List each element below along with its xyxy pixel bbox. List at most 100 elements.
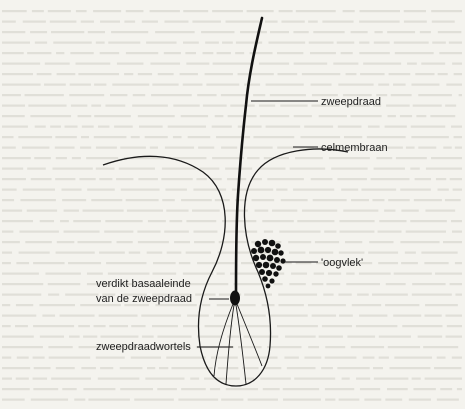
bleed-stroke xyxy=(447,325,462,327)
bleed-stroke xyxy=(124,21,135,23)
bleed-stroke xyxy=(204,378,240,380)
bleed-stroke xyxy=(406,147,415,149)
bleed-stroke xyxy=(2,189,17,191)
bleed-stroke xyxy=(283,388,319,390)
bleed-stroke xyxy=(457,388,462,390)
bleed-stroke xyxy=(258,168,285,170)
bleed-stroke xyxy=(129,252,140,254)
bleed-stroke xyxy=(17,357,29,359)
bleed-stroke xyxy=(338,294,351,296)
bleed-stroke xyxy=(217,273,225,275)
bleed-stroke xyxy=(452,357,462,359)
bleed-stroke xyxy=(188,136,211,138)
bleed-stroke xyxy=(153,262,176,264)
bleed-stroke xyxy=(28,105,66,107)
bleed-stroke xyxy=(39,304,75,306)
bleed-stroke xyxy=(328,273,341,275)
bleed-stroke xyxy=(385,304,419,306)
bleed-stroke xyxy=(2,136,14,138)
bleed-stroke xyxy=(289,283,305,285)
bleed-stroke xyxy=(94,84,106,86)
bleed-stroke xyxy=(56,367,75,369)
bleed-stroke xyxy=(222,220,256,222)
bleed-stroke xyxy=(167,252,182,254)
bleed-stroke xyxy=(341,189,358,191)
bleed-stroke xyxy=(165,147,194,149)
bleed-stroke xyxy=(325,388,354,390)
bleed-stroke xyxy=(100,21,120,23)
bleed-stroke xyxy=(2,126,28,128)
bleed-stroke xyxy=(74,399,85,401)
bleed-stroke xyxy=(368,126,380,128)
bleed-stroke xyxy=(205,73,233,75)
bleed-stroke xyxy=(388,115,396,117)
bleed-stroke xyxy=(253,94,265,96)
bleed-stroke xyxy=(404,10,426,12)
bleed-stroke xyxy=(416,115,426,117)
bleed-stroke xyxy=(379,336,411,338)
bleed-stroke xyxy=(234,283,271,285)
bleed-stroke xyxy=(91,199,122,201)
bleed-stroke xyxy=(64,231,100,233)
bleed-stroke xyxy=(325,399,335,401)
bleed-stroke xyxy=(25,94,64,96)
bleed-stroke xyxy=(57,73,76,75)
bleed-stroke xyxy=(222,42,233,44)
bleed-stroke xyxy=(131,357,161,359)
bleed-stroke xyxy=(69,336,80,338)
bleed-stroke xyxy=(374,42,390,44)
bleed-stroke xyxy=(151,94,192,96)
bleed-stroke xyxy=(27,210,57,212)
bleed-stroke xyxy=(138,73,152,75)
bleed-stroke xyxy=(33,378,47,380)
bleed-stroke xyxy=(238,73,274,75)
bleed-stroke xyxy=(424,315,441,317)
bleed-stroke xyxy=(2,168,23,170)
bleed-stroke xyxy=(262,220,294,222)
bleed-stroke xyxy=(319,336,343,338)
bleed-stroke xyxy=(215,115,224,117)
bleed-stroke xyxy=(308,304,346,306)
bleed-stroke xyxy=(188,283,228,285)
bleed-stroke xyxy=(94,115,131,117)
bleed-stroke xyxy=(153,273,177,275)
bleed-stroke xyxy=(155,31,195,33)
bleed-stroke xyxy=(112,84,149,86)
bleed-stroke xyxy=(77,241,111,243)
bleed-stroke xyxy=(183,42,199,44)
bleed-stroke xyxy=(322,21,353,23)
bleed-stroke xyxy=(110,94,127,96)
bleed-stroke xyxy=(91,105,101,107)
bleed-stroke xyxy=(278,304,303,306)
bleed-stroke xyxy=(277,73,297,75)
bleed-stroke xyxy=(446,336,462,338)
bleed-stroke xyxy=(2,157,31,159)
bleed-stroke xyxy=(138,241,169,243)
bleed-stroke xyxy=(87,189,115,191)
bleed-stroke xyxy=(338,126,362,128)
bleed-stroke xyxy=(333,63,358,65)
bleed-stroke xyxy=(356,378,370,380)
bleed-stroke xyxy=(445,315,462,317)
bleed-stroke xyxy=(388,199,410,201)
bleed-stroke xyxy=(150,147,158,149)
bleed-stroke xyxy=(396,157,427,159)
bleed-stroke xyxy=(99,315,138,317)
bleed-stroke xyxy=(193,231,217,233)
bleed-stroke xyxy=(411,126,446,128)
bleed-stroke xyxy=(88,399,130,401)
bleed-stroke xyxy=(2,94,21,96)
bleed-stroke xyxy=(79,178,95,180)
bleed-stroke xyxy=(159,367,168,369)
bleed-stroke xyxy=(435,273,462,275)
bleed-stroke xyxy=(203,105,227,107)
bleed-stroke xyxy=(259,63,289,65)
bleed-stroke xyxy=(98,126,109,128)
bleed-stroke xyxy=(450,283,462,285)
bleed-stroke xyxy=(268,42,305,44)
bleed-stroke xyxy=(313,199,347,201)
bleed-stroke xyxy=(285,336,316,338)
bleed-stroke xyxy=(290,168,326,170)
bleed-stroke xyxy=(241,315,266,317)
